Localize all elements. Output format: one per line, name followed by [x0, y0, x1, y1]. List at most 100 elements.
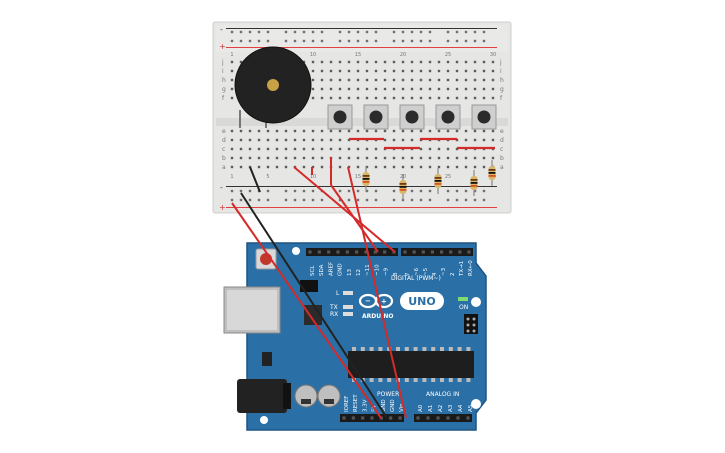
header-pin[interactable] [416, 416, 420, 420]
header-pin[interactable] [355, 250, 359, 254]
terminal-hole[interactable] [392, 78, 396, 82]
terminal-hole[interactable] [293, 156, 297, 160]
terminal-hole[interactable] [491, 78, 495, 82]
terminal-hole[interactable] [284, 138, 288, 142]
terminal-hole[interactable] [356, 60, 360, 64]
terminal-hole[interactable] [464, 60, 468, 64]
terminal-hole[interactable] [419, 60, 423, 64]
terminal-hole[interactable] [356, 87, 360, 91]
rail-hole[interactable] [284, 39, 288, 43]
terminal-hole[interactable] [320, 156, 324, 160]
terminal-hole[interactable] [464, 138, 468, 142]
terminal-hole[interactable] [464, 165, 468, 169]
rail-hole[interactable] [230, 39, 234, 43]
rail-hole[interactable] [266, 30, 270, 34]
rail-hole[interactable] [293, 30, 297, 34]
rail-hole[interactable] [266, 39, 270, 43]
terminal-hole[interactable] [473, 78, 477, 82]
terminal-hole[interactable] [293, 129, 297, 133]
terminal-hole[interactable] [266, 147, 270, 151]
terminal-hole[interactable] [365, 96, 369, 100]
terminal-hole[interactable] [419, 147, 423, 151]
rail-hole[interactable] [482, 30, 486, 34]
terminal-hole[interactable] [374, 78, 378, 82]
terminal-hole[interactable] [266, 138, 270, 142]
terminal-hole[interactable] [473, 138, 477, 142]
terminal-hole[interactable] [230, 60, 234, 64]
rail-hole[interactable] [320, 39, 324, 43]
rail-hole[interactable] [266, 198, 270, 202]
terminal-hole[interactable] [230, 147, 234, 151]
terminal-hole[interactable] [230, 78, 234, 82]
terminal-hole[interactable] [473, 60, 477, 64]
rail-hole[interactable] [347, 39, 351, 43]
terminal-hole[interactable] [365, 147, 369, 151]
rail-hole[interactable] [428, 198, 432, 202]
terminal-hole[interactable] [311, 129, 315, 133]
rail-hole[interactable] [464, 189, 468, 193]
terminal-hole[interactable] [248, 129, 252, 133]
rail-hole[interactable] [239, 189, 243, 193]
terminal-hole[interactable] [419, 156, 423, 160]
terminal-hole[interactable] [329, 138, 333, 142]
rail-hole[interactable] [446, 30, 450, 34]
terminal-hole[interactable] [266, 129, 270, 133]
terminal-hole[interactable] [464, 87, 468, 91]
header-pin[interactable] [398, 416, 402, 420]
pushbutton[interactable] [327, 104, 353, 130]
rail-hole[interactable] [257, 198, 261, 202]
digital-header-left[interactable] [306, 248, 398, 256]
rail-hole[interactable] [230, 30, 234, 34]
terminal-hole[interactable] [437, 60, 441, 64]
terminal-hole[interactable] [356, 69, 360, 73]
header-pin[interactable] [370, 416, 374, 420]
rail-hole[interactable] [293, 198, 297, 202]
terminal-hole[interactable] [365, 129, 369, 133]
rail-hole[interactable] [428, 189, 432, 193]
terminal-hole[interactable] [473, 156, 477, 160]
terminal-hole[interactable] [446, 165, 450, 169]
header-pin[interactable] [379, 416, 383, 420]
header-pin[interactable] [449, 250, 453, 254]
terminal-hole[interactable] [401, 96, 405, 100]
header-pin[interactable] [467, 250, 471, 254]
rail-hole[interactable] [248, 198, 252, 202]
rail-hole[interactable] [446, 198, 450, 202]
rail-hole[interactable] [419, 189, 423, 193]
terminal-hole[interactable] [491, 129, 495, 133]
rail-hole[interactable] [338, 198, 342, 202]
terminal-hole[interactable] [320, 147, 324, 151]
terminal-hole[interactable] [293, 147, 297, 151]
terminal-hole[interactable] [302, 138, 306, 142]
terminal-hole[interactable] [311, 156, 315, 160]
header-pin[interactable] [383, 250, 387, 254]
terminal-hole[interactable] [410, 129, 414, 133]
rail-hole[interactable] [302, 39, 306, 43]
terminal-hole[interactable] [437, 87, 441, 91]
rail-hole[interactable] [455, 30, 459, 34]
terminal-hole[interactable] [464, 96, 468, 100]
terminal-hole[interactable] [311, 96, 315, 100]
header-pin[interactable] [458, 250, 462, 254]
terminal-hole[interactable] [464, 156, 468, 160]
terminal-hole[interactable] [437, 147, 441, 151]
header-pin[interactable] [361, 416, 365, 420]
header-pin[interactable] [403, 250, 407, 254]
terminal-hole[interactable] [437, 78, 441, 82]
rail-hole[interactable] [374, 30, 378, 34]
terminal-hole[interactable] [482, 87, 486, 91]
terminal-hole[interactable] [284, 156, 288, 160]
terminal-hole[interactable] [437, 69, 441, 73]
terminal-hole[interactable] [473, 69, 477, 73]
terminal-hole[interactable] [410, 138, 414, 142]
terminal-hole[interactable] [392, 87, 396, 91]
terminal-hole[interactable] [248, 138, 252, 142]
rail-hole[interactable] [239, 39, 243, 43]
resistor[interactable] [399, 174, 407, 200]
terminal-hole[interactable] [365, 69, 369, 73]
terminal-hole[interactable] [437, 165, 441, 169]
terminal-hole[interactable] [455, 96, 459, 100]
rail-hole[interactable] [302, 189, 306, 193]
terminal-hole[interactable] [428, 69, 432, 73]
terminal-hole[interactable] [473, 129, 477, 133]
